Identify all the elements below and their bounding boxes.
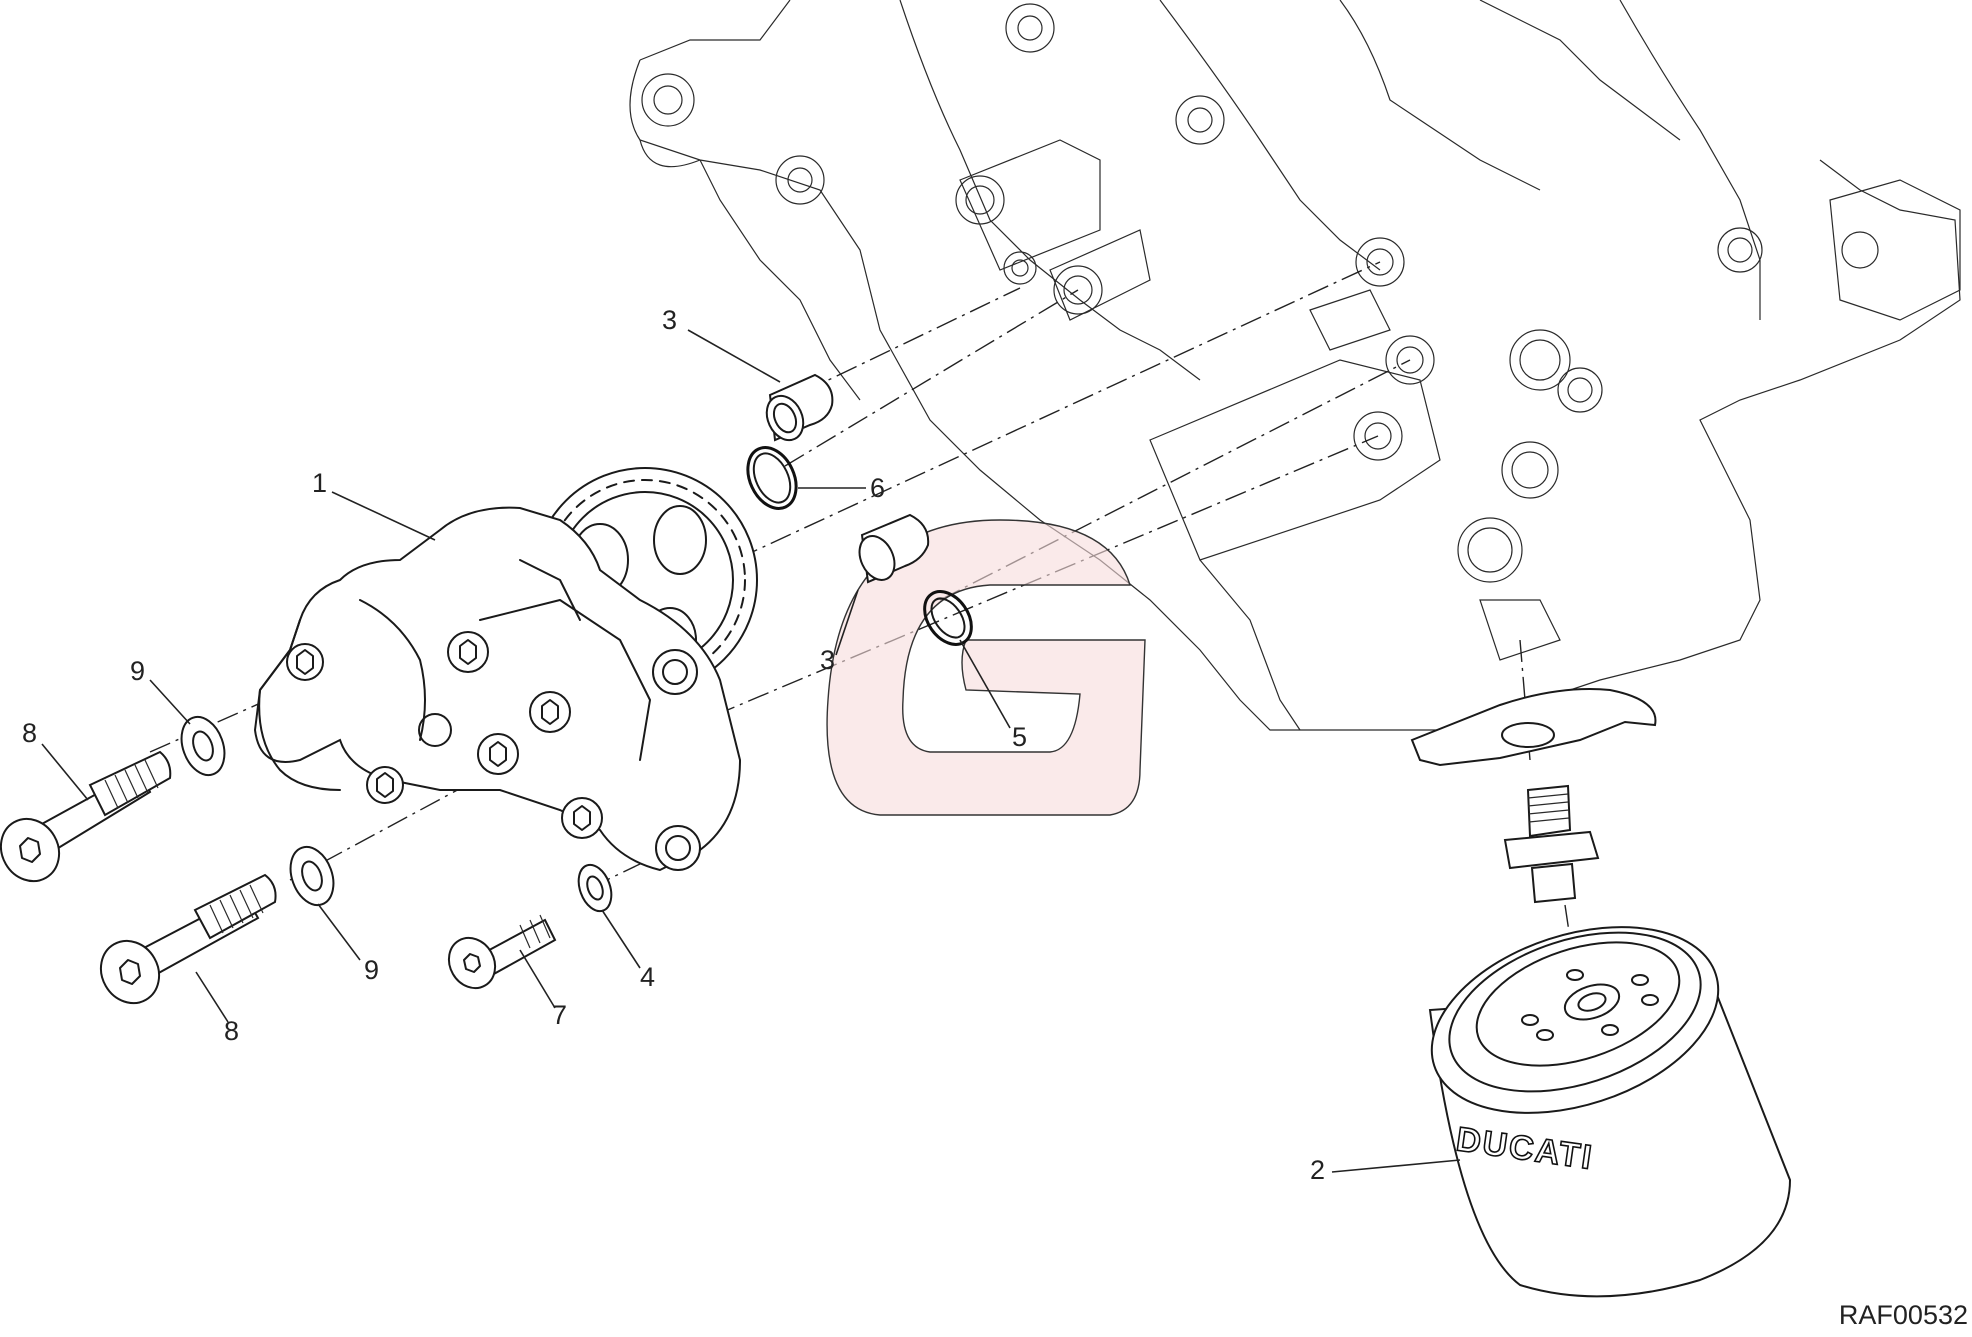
leader-lines bbox=[41, 329, 1461, 1173]
part-9-washer-upper bbox=[180, 715, 226, 777]
part-3-bushing-lower bbox=[858, 513, 930, 584]
part-8-screw-lower bbox=[99, 873, 277, 1005]
callout-7: 7 bbox=[552, 1000, 568, 1030]
drawing-reference-code: RAF00532 bbox=[1838, 1300, 1968, 1330]
callout-3-upper: 3 bbox=[662, 305, 678, 335]
filter-adapter-plate bbox=[1410, 688, 1657, 767]
crankcase-outline bbox=[629, 0, 1961, 731]
part-6-o-ring bbox=[746, 446, 798, 510]
part-4-washer bbox=[577, 863, 613, 913]
callout-2: 2 bbox=[1310, 1155, 1326, 1185]
callout-9-lower: 9 bbox=[364, 955, 380, 985]
part-7-screw bbox=[447, 914, 557, 990]
part-8-screw-upper bbox=[0, 750, 172, 883]
callout-8-upper: 8 bbox=[22, 718, 38, 748]
callout-9-upper: 9 bbox=[130, 656, 146, 686]
part-5-o-ring bbox=[923, 590, 973, 646]
part-9-washer-lower bbox=[289, 845, 335, 907]
callout-1: 1 bbox=[312, 468, 328, 498]
callout-5: 5 bbox=[1012, 722, 1028, 752]
part-3-bushing-upper bbox=[765, 373, 834, 442]
callout-8-lower: 8 bbox=[224, 1016, 240, 1046]
callout-6: 6 bbox=[870, 473, 886, 503]
filter-nipple-fitting bbox=[1503, 784, 1600, 904]
callout-3-lower: 3 bbox=[820, 645, 836, 675]
watermark-g-logo bbox=[826, 519, 1146, 816]
callout-4: 4 bbox=[640, 962, 656, 992]
part-2-oil-filter: DUCATI bbox=[1428, 926, 1792, 1298]
part-1-oil-pump bbox=[253, 467, 758, 872]
